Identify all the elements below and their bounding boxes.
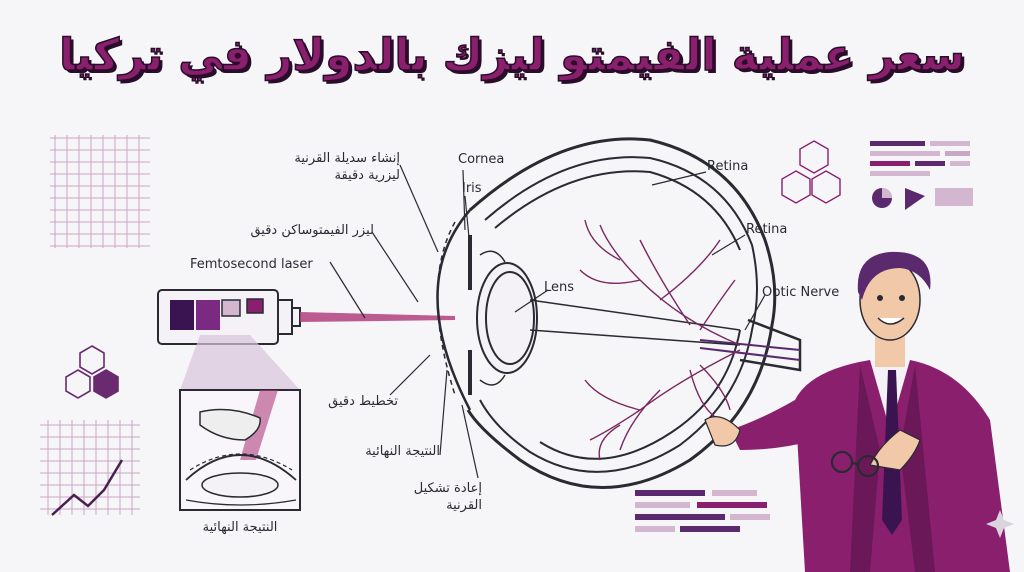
sparkle-icon (986, 510, 1014, 538)
label-femto-ar: ليزر الفيمتوساكن دقيق (250, 223, 374, 238)
label-iris: Iris (462, 181, 482, 196)
label-flap-line1: إنشاء سديلة القرنية (294, 151, 400, 166)
label-cornea: Cornea (458, 152, 505, 167)
stripes-decoration-top-right (870, 141, 973, 210)
page-title: سعر عملية الفيمتو ليزك بالدولار في تركيا (58, 29, 965, 82)
doctor-illustration (704, 251, 1010, 572)
label-flap-creation: إنشاء سديلة القرنية ليزرية دقيقة (220, 150, 400, 184)
grid-decoration-top-left (50, 135, 150, 248)
inset-box (179, 389, 301, 511)
label-retina-2: Retina (746, 222, 788, 237)
trend-line-icon (51, 459, 124, 516)
label-reshape-line1: إعادة تشكيل (413, 481, 482, 496)
laser-beam (300, 312, 455, 322)
label-optic-nerve: Optic Nerve (762, 285, 840, 300)
inset-cone (180, 335, 300, 390)
label-inset-result: النتيجة النهائية (202, 520, 278, 535)
eye-cross-section (436, 137, 802, 489)
label-reshape-line2: القرنية (446, 498, 482, 513)
label-femto-en: Femtosecond laser (190, 257, 313, 272)
label-retina-1: Retina (707, 159, 749, 174)
label-reshape: إعادة تشكيل القرنية (332, 480, 482, 514)
label-precise-planning: تخطيط دقيق (328, 394, 398, 409)
label-final-result: النتيجة النهائية (365, 444, 440, 459)
retinal-vessels (579, 219, 741, 461)
hexagon-decoration-left (65, 345, 119, 399)
stripes-decoration-bottom-right (635, 490, 770, 532)
hexagon-decoration-right (781, 140, 841, 204)
label-lens: Lens (544, 280, 575, 295)
pointer-lines (329, 164, 766, 479)
grid-decoration-bottom-left (40, 420, 140, 515)
label-flap-line2: ليزرية دقيقة (334, 168, 400, 183)
laser-device (157, 289, 301, 345)
